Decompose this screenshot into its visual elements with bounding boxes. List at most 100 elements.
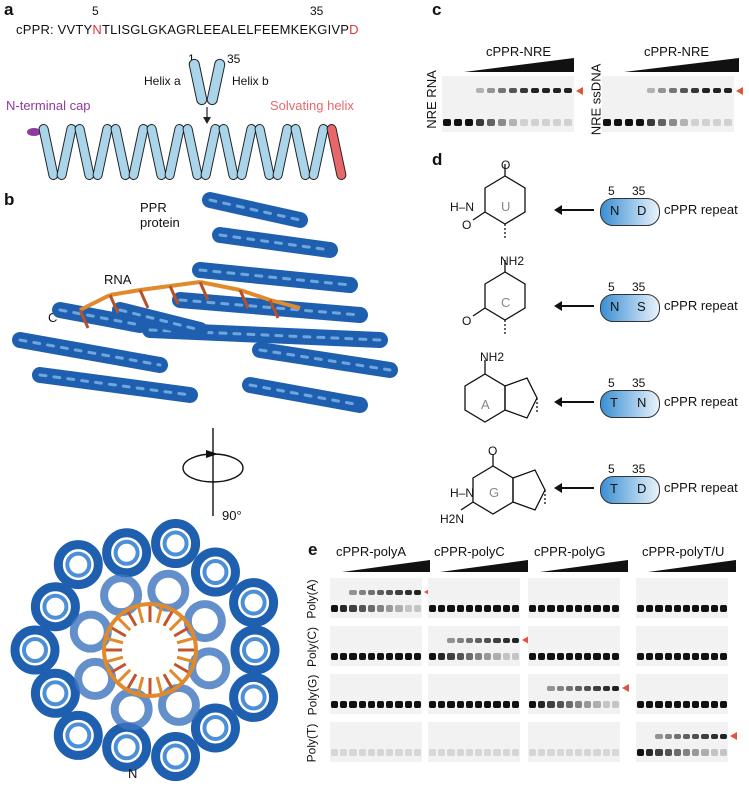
rna-spoke <box>162 673 175 691</box>
panel-label-e: e <box>308 540 318 559</box>
protein-helix-end-on-inner <box>65 551 92 578</box>
gel-free-band <box>484 605 492 612</box>
gel-c-right-title: cPPR-NRE <box>644 44 710 59</box>
gel-free-band <box>710 701 718 708</box>
gel-free-band <box>475 701 483 708</box>
gel-free-band <box>584 605 592 612</box>
protein-helix-end-on <box>53 710 103 760</box>
gel-shifted-band <box>547 686 555 691</box>
gel-shifted-band <box>556 686 564 691</box>
gel-e-lane-block <box>636 722 728 762</box>
gel-free-band <box>413 749 421 756</box>
protein-helix-end-on <box>102 528 152 578</box>
repeat-pos35-number: 35 <box>632 462 646 476</box>
gel-free-band <box>475 653 483 660</box>
gel-e-gradient-wedge <box>342 560 430 572</box>
gel-shifted-band <box>575 686 583 691</box>
rna-spoke <box>125 609 138 627</box>
gel-free-band <box>701 653 709 660</box>
gel-shifted-band <box>713 88 721 93</box>
protein-helix-end-on <box>102 722 152 772</box>
gel-shifted-band <box>456 638 464 643</box>
gel-free-band <box>556 701 564 708</box>
gel-free-band <box>465 701 473 708</box>
repeat-helix-cylinder <box>272 124 293 180</box>
gel-e-lane-block <box>330 626 422 666</box>
gel-free-band <box>575 749 583 756</box>
gel-free-band <box>683 701 691 708</box>
gel-free-band <box>502 701 510 708</box>
gel-e-lane-block <box>428 674 520 714</box>
gel-free-band <box>429 701 437 708</box>
gel-shifted-band <box>655 734 663 739</box>
gel-free-band <box>509 119 517 126</box>
gel-e-shift-arrow <box>424 588 431 596</box>
c-terminus-label: C <box>48 310 58 325</box>
gel-free-band <box>502 653 510 660</box>
repeat-helix-cylinder <box>146 124 167 180</box>
repeat-pos5-number: 5 <box>608 280 615 294</box>
gel-shifted-band <box>673 734 681 739</box>
gel-e-lane-block <box>528 626 620 666</box>
gel-free-band <box>710 653 718 660</box>
gel-free-band <box>683 605 691 612</box>
protein-helix-end-on <box>30 582 80 632</box>
rna-spoke <box>116 668 132 684</box>
gel-free-band <box>340 701 348 708</box>
gel-shifted-band <box>702 88 710 93</box>
rna-spoke <box>155 605 164 624</box>
gel-shifted-band <box>664 734 672 739</box>
repeat-helix-cylinder <box>110 124 131 180</box>
protein-helix-highlight <box>208 198 302 222</box>
cppr-repeat-label: cPPR repeat <box>664 202 738 217</box>
gel-free-band <box>529 653 537 660</box>
repeat-residue-35: S <box>637 299 646 314</box>
gel-free-band <box>465 653 473 660</box>
gel-c-left-gradient-wedge <box>464 58 574 72</box>
gel-free-band <box>702 119 710 126</box>
rna-base <box>168 285 180 305</box>
gel-shifted-band <box>447 638 455 643</box>
protein-helix-end-on <box>229 578 279 628</box>
protein-helix-end-on-inner <box>202 714 229 741</box>
repeat-helix-cylinder <box>254 124 275 180</box>
protein-helix-end-on-inner <box>162 530 189 557</box>
gel-free-band <box>367 653 375 660</box>
protein-helix-end-on <box>151 732 201 782</box>
gel-free-band <box>386 653 394 660</box>
gel-shifted-band <box>484 638 492 643</box>
gel-free-band <box>691 119 699 126</box>
protein-helix-end-on <box>190 703 240 753</box>
gel-free-band <box>493 701 501 708</box>
gel-e-lane-block <box>330 722 422 762</box>
repeat-residue-35: N <box>637 395 647 410</box>
gel-free-band <box>625 119 633 126</box>
gel-free-band <box>655 653 663 660</box>
ppr-repeat-array-diagram <box>27 124 347 180</box>
u-atom-h: H–N <box>450 200 475 214</box>
gel-e-shift-arrow <box>522 636 529 644</box>
gel-free-band <box>475 749 483 756</box>
rna-backbone <box>169 280 201 288</box>
gel-shifted-band <box>502 638 510 643</box>
gel-free-band <box>484 701 492 708</box>
gel-c-right-gradient-wedge <box>624 58 739 72</box>
gel-e-column-title: cPPR-polyA <box>336 544 407 559</box>
gel-free-band <box>358 701 366 708</box>
helix-b-label: Helix b <box>232 74 269 88</box>
gel-free-band <box>484 749 492 756</box>
panel-label-b: b <box>4 190 15 209</box>
gel-free-band <box>349 749 357 756</box>
protein-helix-end-on <box>10 625 60 675</box>
gel-free-band <box>349 653 357 660</box>
n-terminus-bottom-label: N <box>128 766 138 781</box>
rna-base <box>138 289 150 309</box>
gel-free-band <box>367 701 375 708</box>
base-c-letter: C <box>501 295 511 310</box>
gel-shifted-band <box>520 88 528 93</box>
gel-shifted-band <box>564 88 572 93</box>
gel-free-band <box>664 701 672 708</box>
gel-free-band <box>637 749 645 756</box>
gel-shifted-band <box>647 88 655 93</box>
repeat-pos5-number: 5 <box>608 462 615 476</box>
